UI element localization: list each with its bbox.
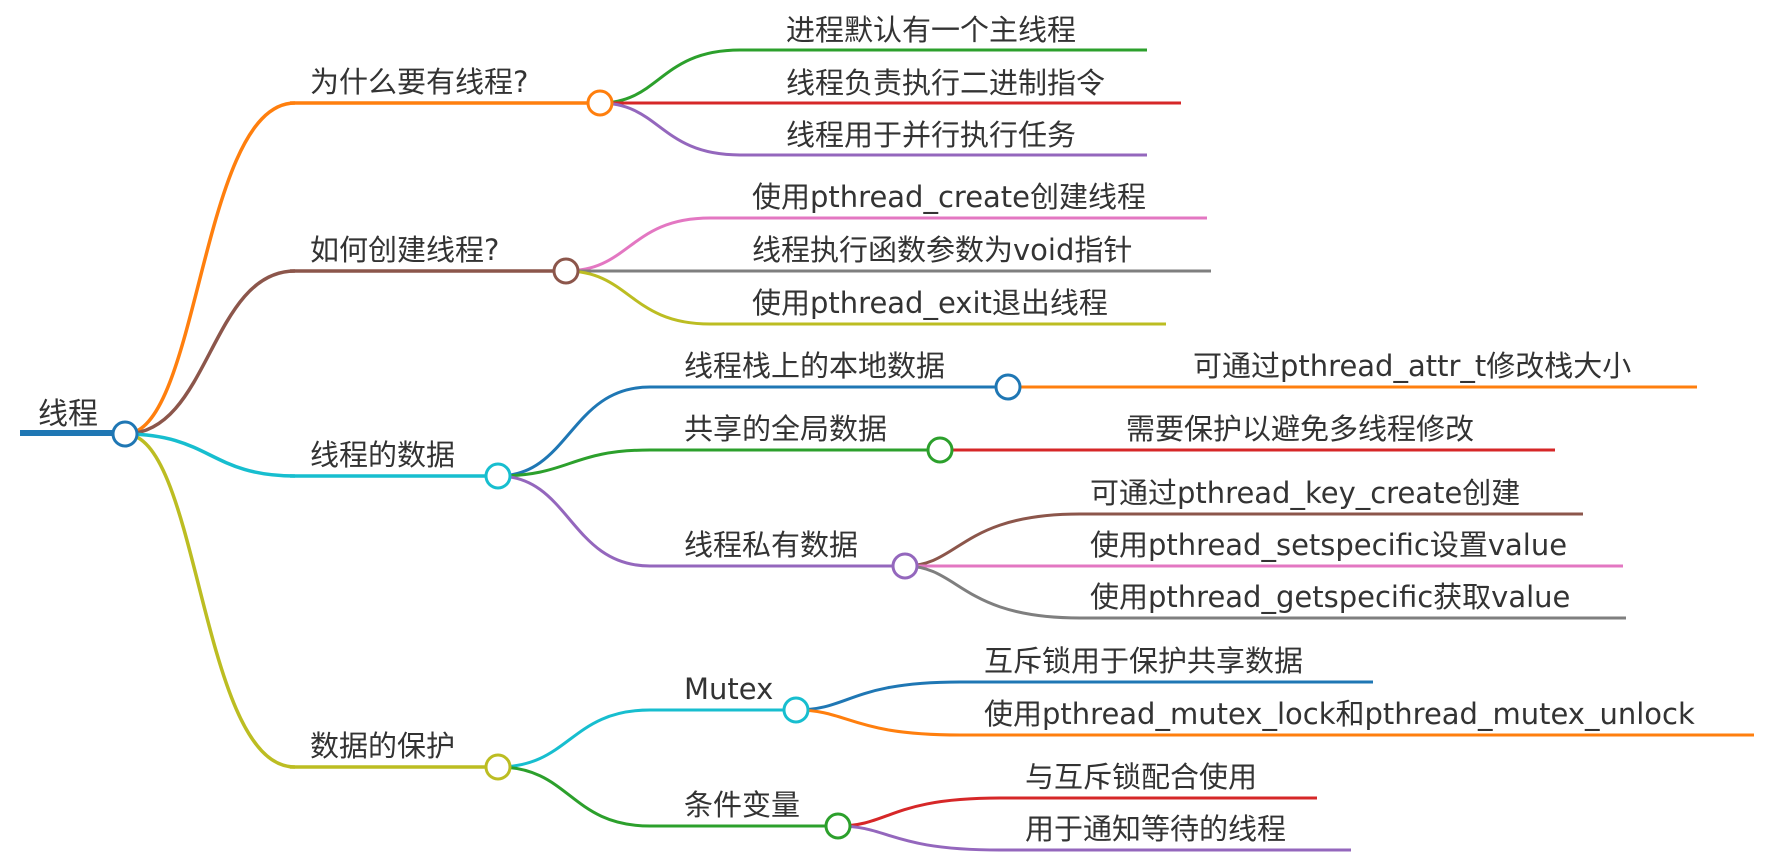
edge-data-to-global (497, 448, 651, 478)
edge-condvar-to-leaf-0 (837, 796, 1001, 828)
edge-protect-to-mutex (497, 708, 651, 769)
edge-root-to-branch-create (124, 269, 296, 436)
branch-toggle-circle[interactable] (552, 257, 580, 285)
branch-toggle-circle[interactable] (994, 373, 1022, 401)
edge-private-to-leaf-0 (904, 512, 1081, 568)
leaf-label: 互斥锁用于保护共享数据 (984, 644, 1303, 678)
edge-root-to-branch-why (124, 101, 296, 436)
leaf-label: 用于通知等待的线程 (1025, 812, 1286, 846)
subbranch-node-condvar[interactable]: 条件变量 (650, 788, 826, 828)
leaf-node[interactable]: 使用pthread_mutex_lock和pthread_mutex_unloc… (960, 697, 1754, 737)
edge-protect-to-condvar (497, 765, 651, 828)
subbranch-node-mutex[interactable]: Mutex (650, 672, 784, 712)
edge-why-to-leaf-0 (599, 48, 741, 105)
branch-toggle-circle[interactable] (484, 462, 512, 490)
edge-data-to-private (497, 474, 651, 568)
branch-label: 线程的数据 (310, 438, 455, 472)
leaf-label: 需要保护以避免多线程修改 (1126, 412, 1474, 446)
leaf-node[interactable]: 线程负责执行二进制指令 (740, 66, 1181, 105)
root-label: 线程 (38, 397, 98, 432)
branch-toggle-circle[interactable] (484, 753, 512, 781)
branch-label: 为什么要有线程? (310, 65, 528, 99)
root-toggle-circle[interactable] (111, 420, 139, 448)
edge-root-to-branch-data (124, 432, 296, 478)
branch-node-create[interactable]: 如何创建线程? (290, 233, 555, 273)
leaf-node[interactable]: 需要保护以避免多线程修改 (953, 412, 1555, 452)
subbranch-node-global[interactable]: 共享的全局数据 (650, 412, 928, 452)
branch-toggle-circle[interactable] (891, 552, 919, 580)
leaf-label: 使用pthread_setspecific设置value (1090, 528, 1567, 562)
edge-data-to-stack (497, 385, 651, 478)
leaf-node[interactable]: 使用pthread_create创建线程 (710, 180, 1207, 220)
leaf-node[interactable]: 线程执行函数参数为void指针 (710, 233, 1211, 273)
subbranch-label: 线程栈上的本地数据 (684, 349, 945, 383)
edge-create-to-leaf-2 (565, 269, 711, 326)
leaf-label: 可通过pthread_key_create创建 (1090, 476, 1520, 510)
branch-node-data[interactable]: 线程的数据 (290, 438, 487, 478)
branch-label: 如何创建线程? (310, 233, 499, 267)
branch-toggle-circle[interactable] (926, 436, 954, 464)
root-node[interactable]: 线程 (20, 397, 125, 436)
subbranch-label: 条件变量 (684, 788, 800, 822)
branch-toggle-circle[interactable] (586, 89, 614, 117)
leaf-node[interactable]: 可通过pthread_key_create创建 (1080, 476, 1583, 516)
leaf-label: 线程用于并行执行任务 (786, 118, 1076, 152)
edge-mutex-to-leaf-1 (795, 708, 961, 737)
leaf-label: 进程默认有一个主线程 (786, 13, 1076, 47)
leaf-node[interactable]: 用于通知等待的线程 (1000, 812, 1351, 852)
branch-toggle-circle[interactable] (782, 696, 810, 724)
leaf-node[interactable]: 使用pthread_exit退出线程 (710, 286, 1166, 326)
leaf-node[interactable]: 线程用于并行执行任务 (740, 118, 1147, 157)
leaf-label: 线程负责执行二进制指令 (786, 66, 1105, 100)
leaf-label: 使用pthread_create创建线程 (752, 180, 1146, 214)
subbranch-node-private[interactable]: 线程私有数据 (650, 528, 893, 568)
edge-mutex-to-leaf-0 (795, 680, 961, 712)
branch-node-why[interactable]: 为什么要有线程? (290, 65, 588, 105)
branch-label: 数据的保护 (310, 729, 455, 763)
edge-create-to-leaf-0 (565, 216, 711, 273)
leaf-node[interactable]: 与互斥锁配合使用 (1000, 760, 1317, 800)
leaf-node[interactable]: 可通过pthread_attr_t修改栈大小 (1009, 349, 1697, 389)
leaf-label: 使用pthread_getspecific获取value (1090, 580, 1570, 614)
leaf-node[interactable]: 互斥锁用于保护共享数据 (960, 644, 1373, 684)
leaf-label: 与互斥锁配合使用 (1025, 760, 1257, 794)
leaf-label: 使用pthread_exit退出线程 (752, 286, 1108, 320)
leaf-label: 可通过pthread_attr_t修改栈大小 (1193, 349, 1631, 383)
leaf-node[interactable]: 使用pthread_getspecific获取value (1080, 580, 1626, 620)
edge-condvar-to-leaf-1 (837, 824, 1001, 852)
branch-toggle-circle[interactable] (824, 812, 852, 840)
edge-why-to-leaf-2 (599, 101, 741, 157)
edge-private-to-leaf-2 (904, 564, 1081, 620)
leaf-label: 线程执行函数参数为void指针 (752, 233, 1132, 267)
branch-node-protect[interactable]: 数据的保护 (290, 729, 487, 769)
subbranch-node-stack[interactable]: 线程栈上的本地数据 (650, 349, 996, 389)
leaf-node[interactable]: 进程默认有一个主线程 (740, 13, 1147, 52)
leaf-node[interactable]: 使用pthread_setspecific设置value (1080, 528, 1623, 568)
subbranch-label: 线程私有数据 (684, 528, 858, 562)
leaf-label: 使用pthread_mutex_lock和pthread_mutex_unloc… (984, 697, 1695, 731)
subbranch-label: Mutex (684, 672, 773, 706)
edge-root-to-branch-protect (124, 432, 296, 769)
subbranch-label: 共享的全局数据 (684, 412, 887, 446)
